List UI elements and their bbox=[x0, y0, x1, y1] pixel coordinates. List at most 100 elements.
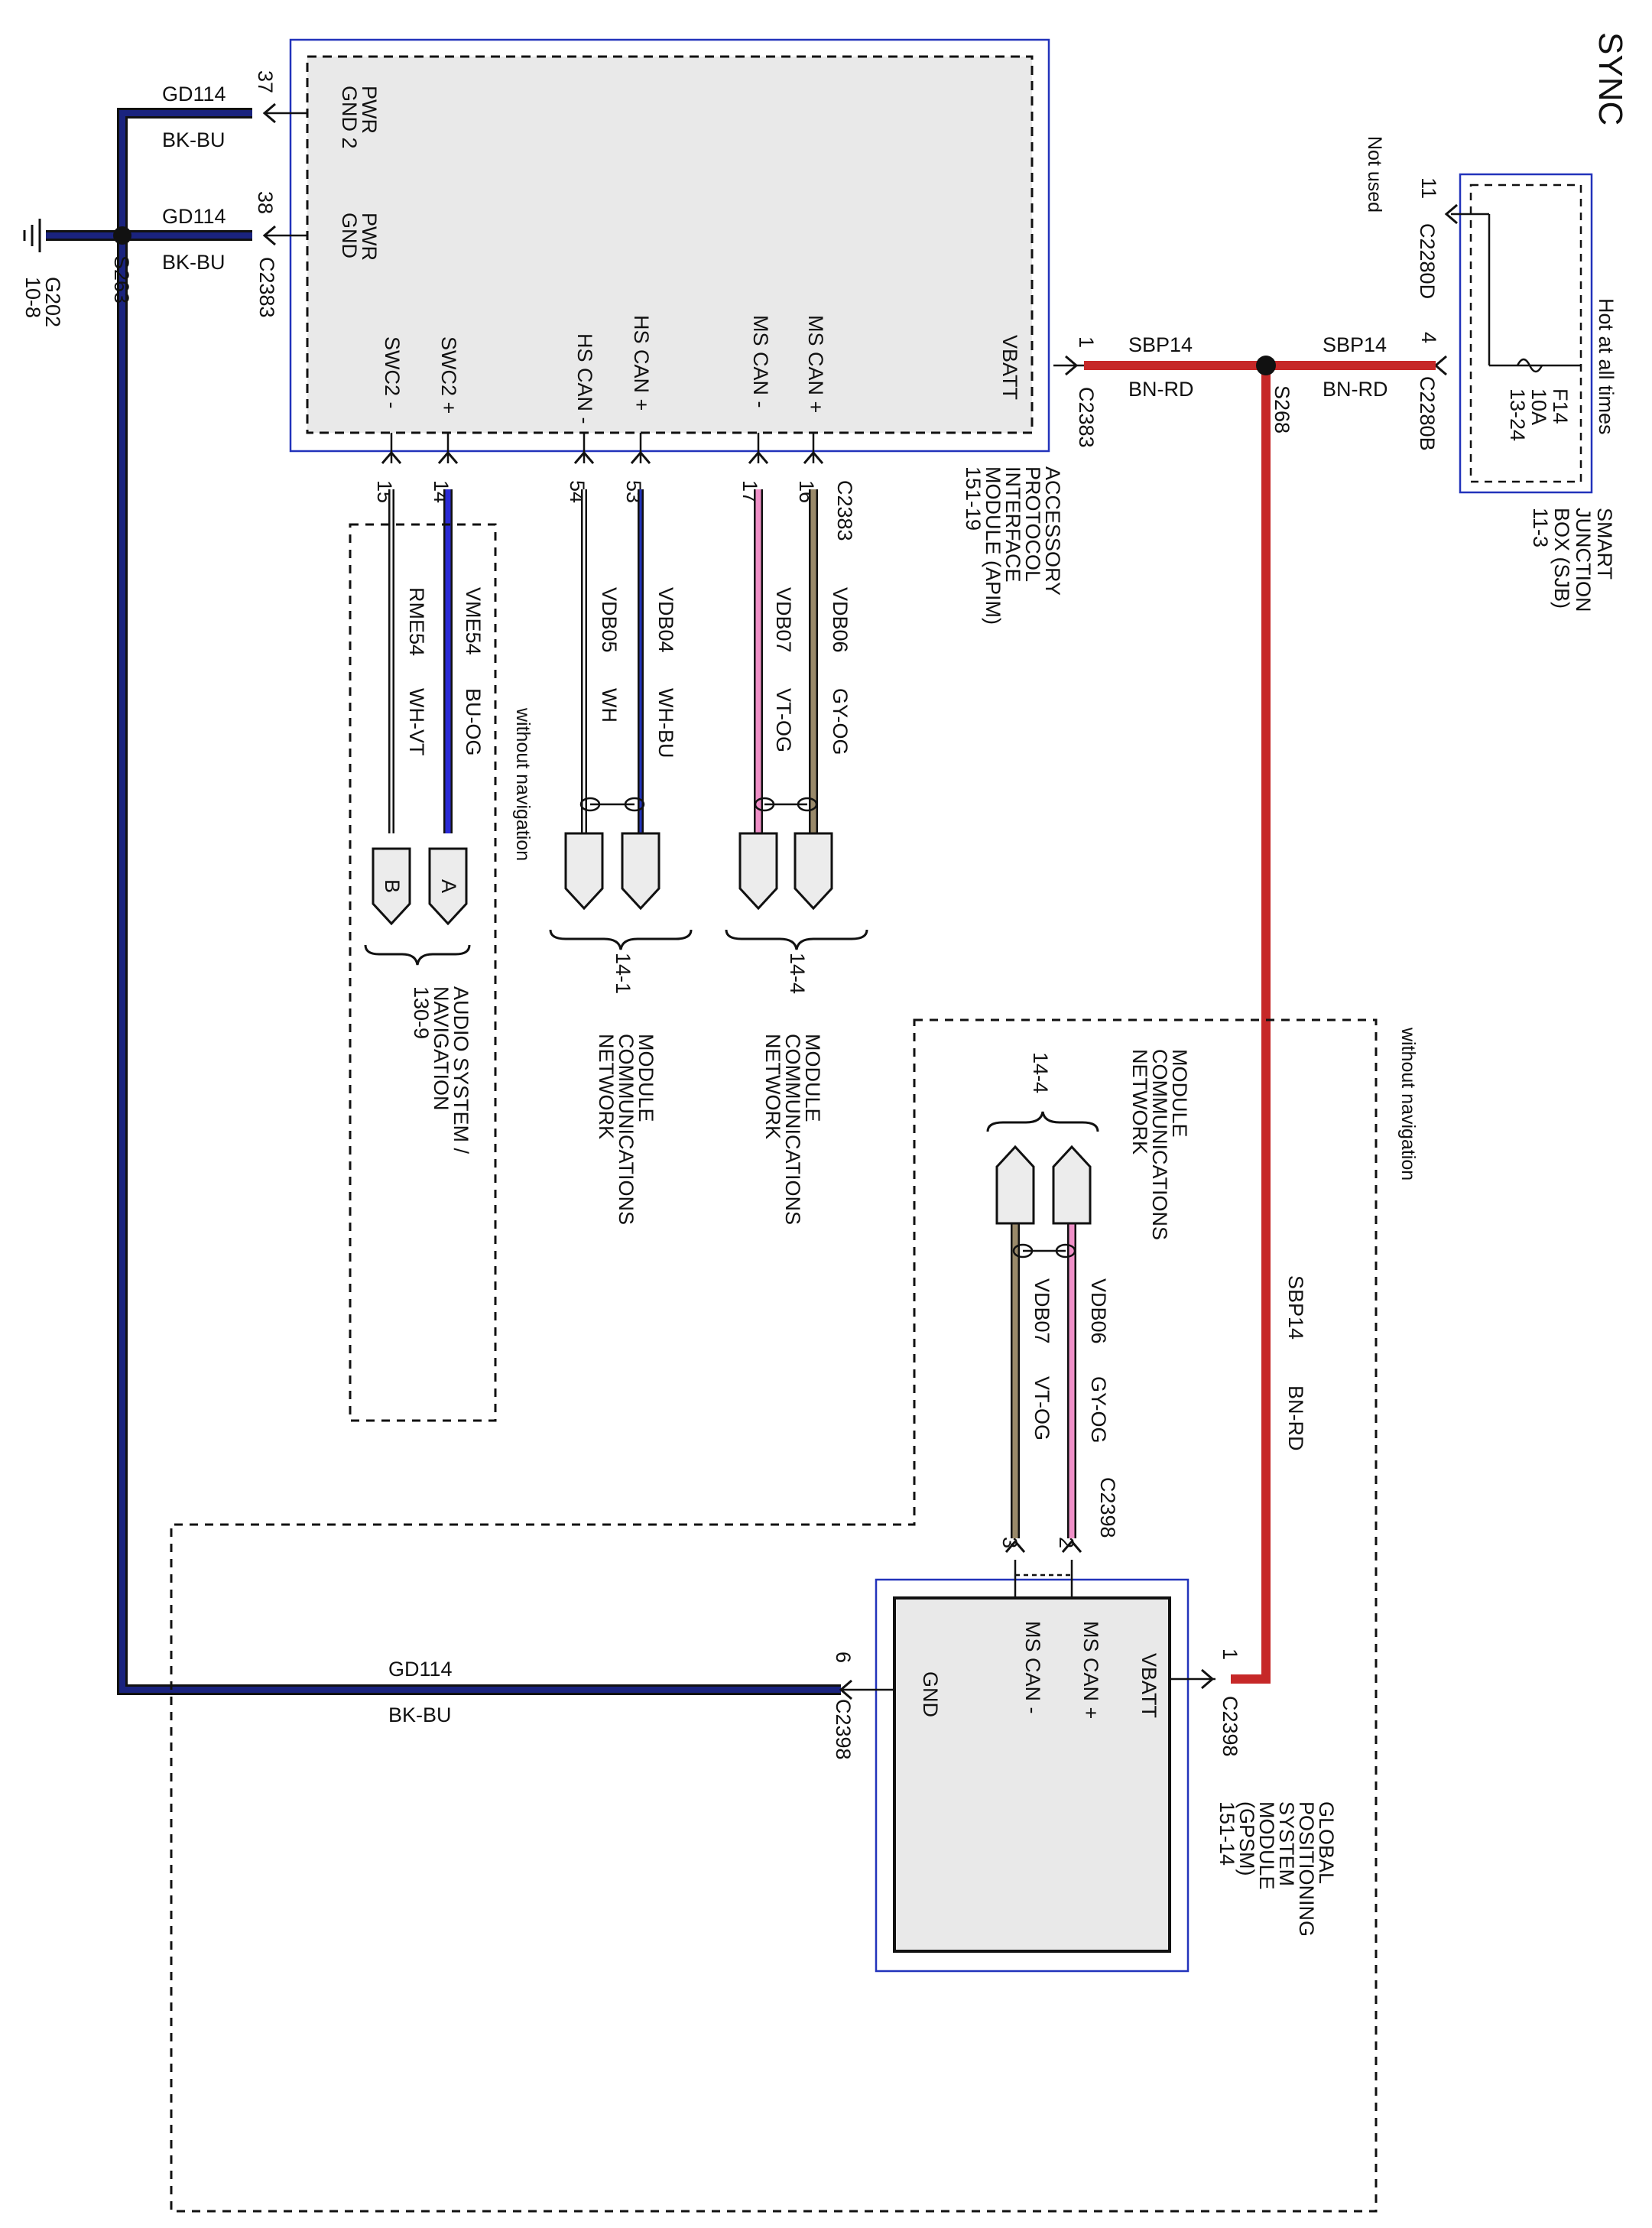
connector-pentagon-ms-can-plus bbox=[794, 832, 833, 911]
wire-gd114-label-top: GD114 bbox=[162, 83, 226, 106]
splice-s268 bbox=[1256, 356, 1276, 375]
svg-text:151-19: 151-19 bbox=[962, 466, 985, 531]
gpsm-ms-can-plus-label: MS CAN + bbox=[1079, 1621, 1102, 1719]
gpsm-name: GLOBAL POSITIONING SYSTEM MODULE (GPSM) … bbox=[1215, 1801, 1338, 1937]
connector-pentagon-gpsm-ms-can-plus bbox=[1052, 1145, 1092, 1225]
svg-text:151-14: 151-14 bbox=[1215, 1801, 1238, 1866]
svg-text:COMMUNICATIONS: COMMUNICATIONS bbox=[1148, 1049, 1171, 1240]
wire-vdb06-label: VDB06 bbox=[829, 587, 852, 653]
ref-130-9: 130-9 bbox=[410, 986, 433, 1039]
connector-b: B bbox=[372, 847, 411, 926]
without-navigation-box-gpsm bbox=[170, 1018, 1378, 2213]
svg-text:SYSTEM: SYSTEM bbox=[1275, 1801, 1298, 1886]
connector-pentagon-ms-can-minus bbox=[738, 832, 778, 911]
svg-text:MODULE: MODULE bbox=[635, 1034, 657, 1122]
brace-gpsm-14-4 bbox=[986, 1111, 1099, 1132]
apim-connector-c2383-right: C2383 bbox=[1075, 387, 1098, 448]
not-used-label: Not used bbox=[1364, 136, 1385, 213]
apim-hs-can-minus-label: HS CAN - bbox=[573, 333, 596, 424]
wire-sbp14-label-left: SBP14 bbox=[1128, 333, 1193, 356]
svg-text:ACCESSORY: ACCESSORY bbox=[1041, 466, 1064, 596]
sjb-name: SMART JUNCTION BOX (SJB) 11-3 bbox=[1529, 508, 1616, 612]
svg-text:MODULE (APIM): MODULE (APIM) bbox=[982, 466, 1005, 625]
hot-at-all-times: Hot at all times bbox=[1595, 298, 1618, 435]
wire-rme54-label: RME54 bbox=[405, 587, 428, 656]
svg-text:AUDIO SYSTEM /: AUDIO SYSTEM / bbox=[450, 986, 472, 1155]
gpsm-connector-c2398-left: C2398 bbox=[832, 1699, 855, 1760]
gpsm-pin6-arrow bbox=[839, 1679, 852, 1700]
wire-gd114-color bbox=[119, 110, 841, 1693]
wire-gy-og-label: GY-OG bbox=[829, 688, 852, 755]
without-navigation-label-audio: without navigation bbox=[512, 707, 534, 861]
wire-sbp14-label-right: SBP14 bbox=[1323, 333, 1387, 356]
wire-bu-og-label: BU-OG bbox=[462, 688, 485, 756]
gpsm-pin-1: 1 bbox=[1219, 1648, 1241, 1660]
wire-wh-vt-label: WH-VT bbox=[405, 688, 428, 755]
apim-pwr-gnd-label-1: PWR bbox=[358, 213, 381, 261]
svg-text:GLOBAL: GLOBAL bbox=[1315, 1801, 1338, 1884]
sjb-dashed-box bbox=[1469, 184, 1582, 483]
diagram-title: SYNC bbox=[1592, 32, 1629, 125]
wire-vme54-label: VME54 bbox=[462, 587, 485, 655]
apim-swc2-plus-label: SWC2 + bbox=[437, 336, 460, 414]
svg-text:NETWORK: NETWORK bbox=[1128, 1049, 1151, 1155]
apim-pin-38: 38 bbox=[254, 191, 277, 214]
svg-text:B: B bbox=[381, 879, 404, 893]
gpsm-module-box bbox=[875, 1578, 1190, 1973]
mcn-label-apim-ms: MODULE COMMUNICATIONS NETWORK bbox=[761, 1034, 824, 1225]
svg-text:A: A bbox=[437, 879, 460, 893]
svg-text:NETWORK: NETWORK bbox=[595, 1034, 618, 1139]
splice-s268-label: S268 bbox=[1271, 385, 1293, 434]
sjb-pin11-arrow bbox=[1444, 203, 1458, 225]
ground-g202-page: 10-8 bbox=[21, 277, 44, 318]
ground-g202-label: G202 bbox=[41, 277, 64, 327]
wire-wh-label: WH bbox=[598, 688, 621, 723]
sjb-pin4-arrow bbox=[1433, 355, 1447, 376]
audio-system-label: AUDIO SYSTEM / NAVIGATION 130-9 bbox=[410, 986, 472, 1155]
svg-text:MODULE: MODULE bbox=[1168, 1049, 1191, 1138]
gpsm-pin2-arrow bbox=[1061, 1539, 1082, 1553]
fuse-f14-label: F14 bbox=[1549, 388, 1572, 424]
wire-wh-bu-label: WH-BU bbox=[654, 688, 677, 758]
wire-gd114-label-mid: GD114 bbox=[162, 205, 226, 228]
sjb-connector-c2280b: C2280B bbox=[1416, 376, 1439, 451]
brace-14-1 bbox=[549, 929, 693, 950]
svg-text:COMMUNICATIONS: COMMUNICATIONS bbox=[615, 1034, 638, 1225]
without-navigation-box-audio bbox=[349, 523, 497, 1422]
apim-swc2-minus-label: SWC2 - bbox=[381, 336, 404, 409]
svg-text:PROTOCOL: PROTOCOL bbox=[1021, 466, 1044, 582]
twisted-pair-ms-can bbox=[754, 797, 818, 812]
gpsm-wire-vdb06-label: VDB06 bbox=[1087, 1278, 1110, 1344]
ref-14-1: 14-1 bbox=[612, 953, 635, 994]
apim-hs-can-plus-label: HS CAN + bbox=[630, 315, 653, 411]
gpsm-wire-gy-og-label: GY-OG bbox=[1087, 1376, 1110, 1444]
svg-text:JUNCTION: JUNCTION bbox=[1572, 508, 1595, 612]
gpsm-ms-can-minus-label: MS CAN - bbox=[1021, 1621, 1044, 1714]
apim-pin37-arrow bbox=[262, 102, 276, 124]
apim-pin-37: 37 bbox=[254, 70, 277, 93]
sjb-pin4-number: 4 bbox=[1417, 332, 1440, 343]
twisted-pair-hs-can bbox=[579, 797, 645, 812]
apim-vbatt-label: VBATT bbox=[998, 335, 1021, 400]
apim-pwr-gnd2-label-2: GND 2 bbox=[338, 86, 361, 149]
svg-text:INTERFACE: INTERFACE bbox=[1001, 466, 1024, 583]
svg-text:BOX (SJB): BOX (SJB) bbox=[1550, 508, 1573, 609]
sjb-module-box bbox=[1459, 173, 1593, 494]
svg-text:POSITIONING: POSITIONING bbox=[1295, 1801, 1318, 1937]
fuse-f14: F14 10A 13-24 bbox=[1488, 214, 1581, 441]
gpsm-vbatt-label: VBATT bbox=[1138, 1653, 1160, 1718]
wire-bn-rd-label-vertical: BN-RD bbox=[1284, 1385, 1307, 1451]
splice-s263 bbox=[113, 226, 131, 245]
wire-gd114-label-bottom: GD114 bbox=[388, 1658, 453, 1681]
wire-vdb04-label: VDB04 bbox=[654, 587, 677, 653]
brace-14-4 bbox=[725, 929, 868, 950]
wire-bk-bu-label-top: BK-BU bbox=[162, 128, 226, 151]
sjb-pin11-number: 11 bbox=[1417, 177, 1440, 199]
apim-bottom-arrows bbox=[381, 433, 824, 464]
svg-text:NETWORK: NETWORK bbox=[761, 1034, 784, 1139]
svg-text:MODULE: MODULE bbox=[801, 1034, 824, 1122]
mcn-label-apim-hs: MODULE COMMUNICATIONS NETWORK bbox=[595, 1034, 657, 1225]
wire-sbp14-label-vertical: SBP14 bbox=[1284, 1275, 1307, 1340]
svg-text:11-3: 11-3 bbox=[1529, 508, 1552, 547]
